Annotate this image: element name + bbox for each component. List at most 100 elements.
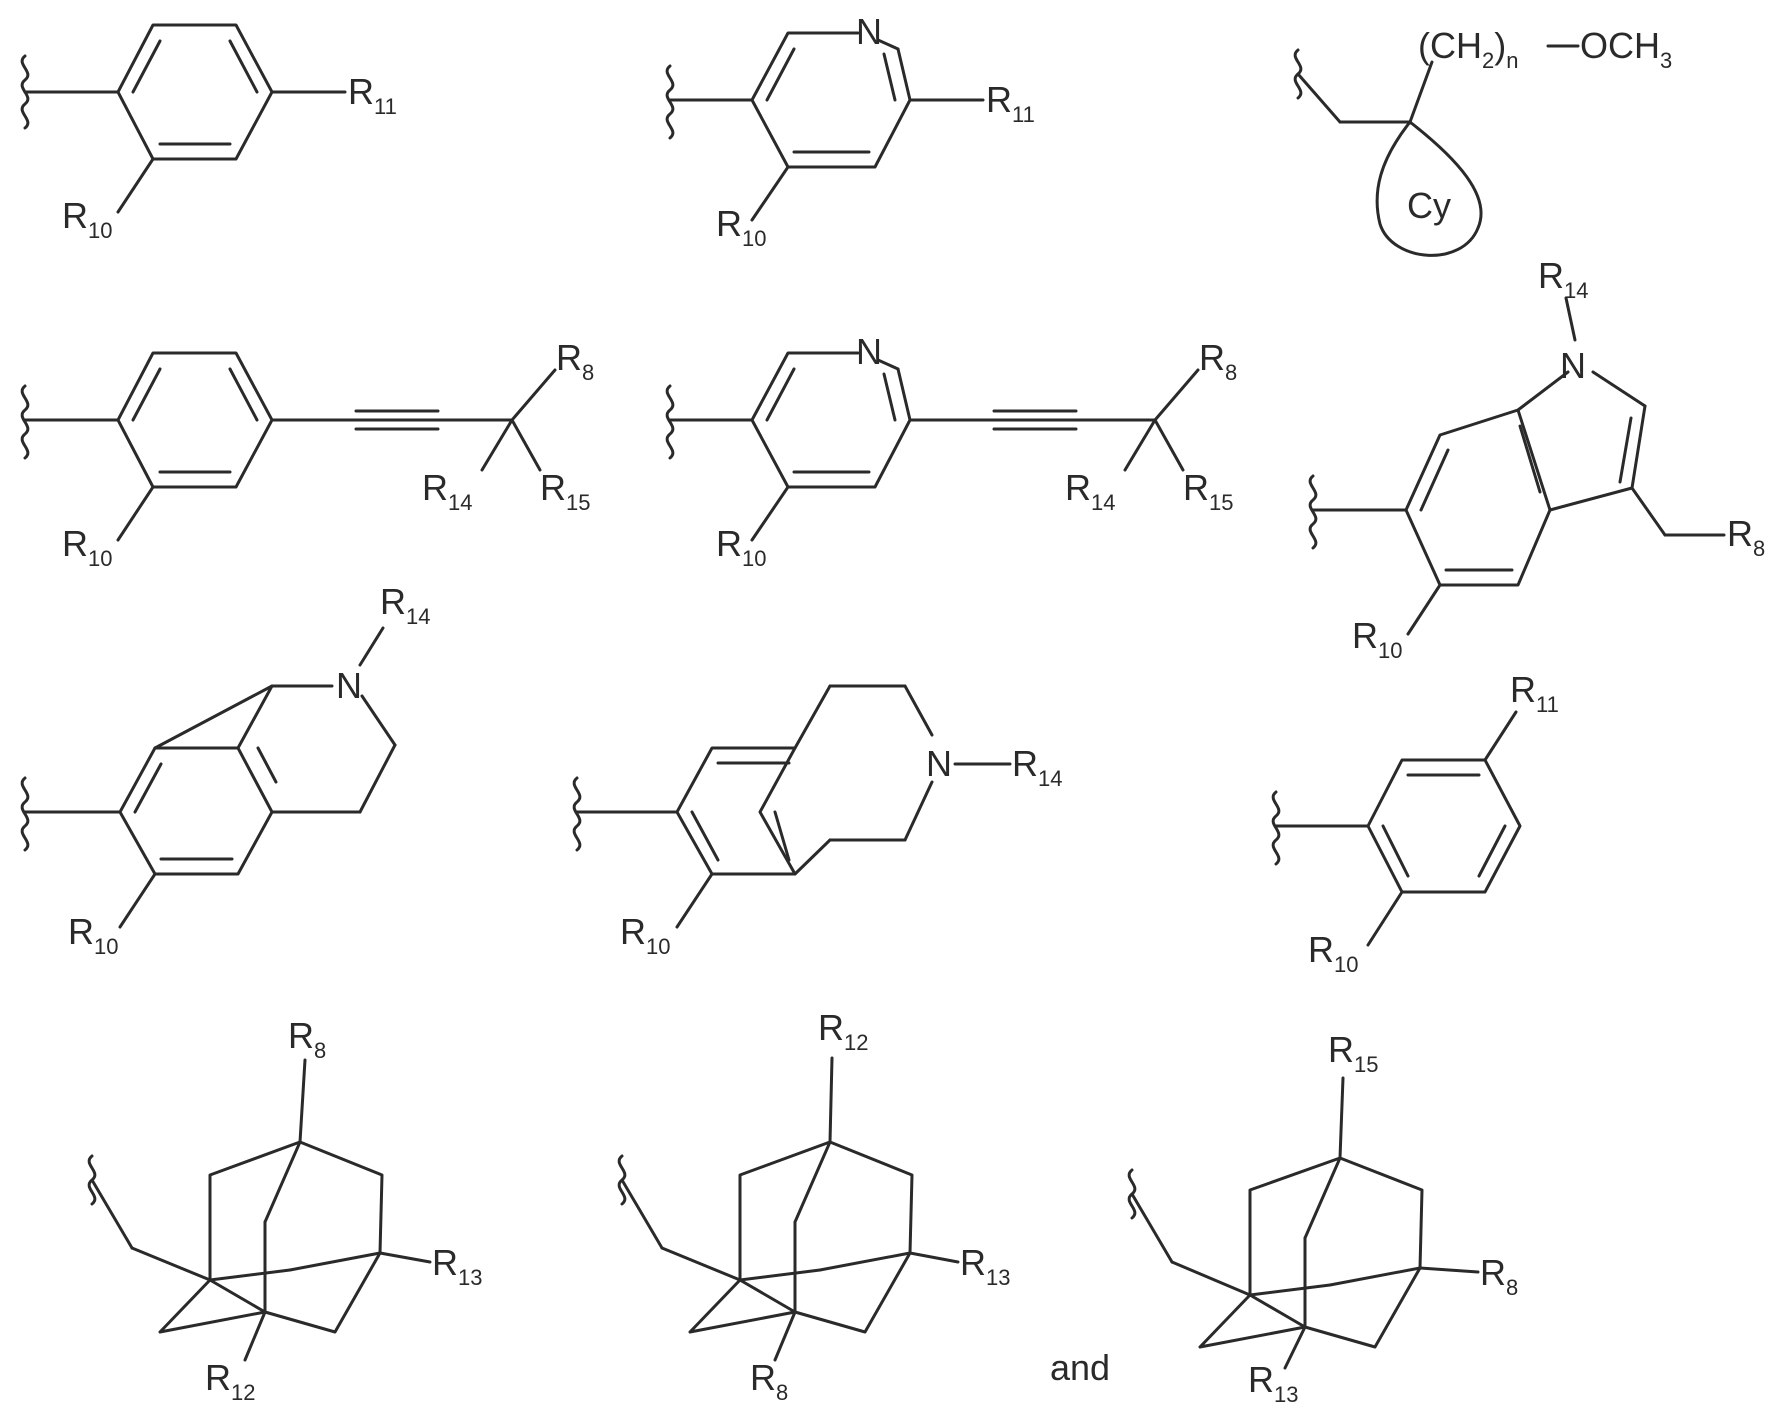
bond (1298, 74, 1340, 122)
bond (1330, 1268, 1420, 1285)
bond (775, 1312, 795, 1360)
r8-label: R8 (556, 337, 594, 385)
attachment-squiggle (22, 778, 28, 850)
bond (795, 840, 830, 874)
ch2-chain-label: (CH2)n (1418, 25, 1518, 73)
r14-label: R14 (1065, 467, 1115, 515)
structure-1-phenyl: R11 R10 (22, 25, 397, 243)
bond (1420, 1268, 1478, 1272)
bond (1132, 1194, 1172, 1262)
bond (677, 874, 712, 927)
bond (752, 167, 788, 220)
bond (132, 1248, 210, 1280)
structure-6-indole: R14 N R8 R10 (1310, 255, 1765, 663)
bottom-substituent-label: R12 (205, 1357, 255, 1405)
benzene-ring (677, 748, 795, 874)
attachment-squiggle (1310, 476, 1316, 548)
double-bond (1479, 826, 1505, 876)
structure-5-pyridyl-alkyne: N R8 R14 R15 R10 (667, 331, 1237, 571)
r11-label: R11 (1510, 669, 1559, 717)
bond (210, 1280, 265, 1312)
structure-4-phenyl-alkyne: R8 R14 R15 R10 (22, 337, 594, 571)
attachment-squiggle (1273, 792, 1279, 864)
r11-label: R11 (348, 71, 397, 119)
structure-9-phenyl: R11 R10 (1273, 669, 1559, 977)
r10-label: R10 (1352, 615, 1402, 663)
bond (1172, 1262, 1250, 1295)
right-substituent-label: R13 (960, 1242, 1010, 1290)
top-substituent-label: R15 (1328, 1029, 1378, 1077)
double-bond (767, 49, 794, 100)
attachment-squiggle (574, 778, 580, 850)
pyridine-ring (752, 33, 910, 167)
top-substituent-label: R8 (288, 1015, 326, 1063)
bond (118, 159, 153, 212)
bond (1632, 488, 1665, 535)
structure-8-tetrahydroisoquinoline: N R14 R10 (574, 686, 1062, 959)
attachment-squiggle (667, 386, 673, 458)
right-substituent-label: R13 (432, 1242, 482, 1290)
r14-label: R14 (1538, 255, 1588, 303)
bond (245, 1312, 265, 1360)
double-bond (884, 54, 895, 100)
bond (795, 686, 830, 748)
bond (1340, 1078, 1343, 1158)
bond (360, 628, 383, 665)
r14-label: R14 (422, 467, 472, 515)
cy-label: Cy (1407, 185, 1451, 226)
bond (1485, 712, 1516, 760)
double-bond (767, 369, 794, 420)
r14-label: R14 (1012, 743, 1062, 791)
r8-label: R8 (1199, 337, 1237, 385)
structure-10-adamantyl: R8 R13 R12 (89, 1015, 482, 1405)
bond (1155, 420, 1183, 470)
bond (120, 874, 155, 927)
r10-label: R10 (62, 195, 112, 243)
bond (92, 1180, 132, 1248)
bond (1518, 372, 1568, 410)
double-bond (133, 369, 160, 420)
bond (1285, 1327, 1305, 1368)
bond (210, 1270, 290, 1280)
r15-label: R15 (1183, 467, 1233, 515)
och3-label: OCH3 (1580, 25, 1672, 73)
bond (482, 420, 512, 470)
double-bond (230, 369, 257, 420)
double-bond (230, 41, 257, 92)
bond (905, 686, 932, 735)
adamantane-cage (690, 1142, 912, 1332)
r10-label: R10 (68, 911, 118, 959)
benzene-ring (120, 686, 272, 874)
bond (662, 1248, 740, 1280)
bond (1632, 406, 1645, 488)
double-bond (692, 812, 718, 860)
adamantane-cage (160, 1142, 382, 1332)
top-substituent-label: R12 (818, 1007, 868, 1055)
indole-nitrogen: N (1560, 345, 1586, 386)
bond (1408, 585, 1440, 634)
bond (290, 1253, 380, 1270)
structure-11-adamantyl: R12 R13 R8 (619, 1007, 1010, 1405)
structure-3-cycloalkyl: (CH2)n OCH3 Cy (1295, 25, 1672, 255)
bond (740, 1270, 820, 1280)
bond (1250, 1285, 1330, 1295)
ring-nitrogen: N (336, 665, 362, 706)
attachment-squiggle (667, 66, 673, 138)
bond (360, 745, 395, 812)
bond (1250, 1295, 1305, 1327)
attachment-squiggle (22, 386, 28, 458)
bond (1368, 892, 1402, 945)
bond (820, 1253, 910, 1270)
bond (512, 420, 540, 470)
ring-nitrogen: N (856, 11, 882, 52)
bond (740, 1280, 795, 1312)
double-bond (258, 748, 276, 782)
double-bond (1383, 826, 1408, 876)
r15-label: R15 (540, 467, 590, 515)
bond (752, 487, 788, 540)
bond (905, 782, 932, 840)
bond (362, 696, 395, 745)
bond (1155, 370, 1198, 420)
bottom-substituent-label: R8 (750, 1357, 788, 1405)
bond (910, 1253, 958, 1262)
